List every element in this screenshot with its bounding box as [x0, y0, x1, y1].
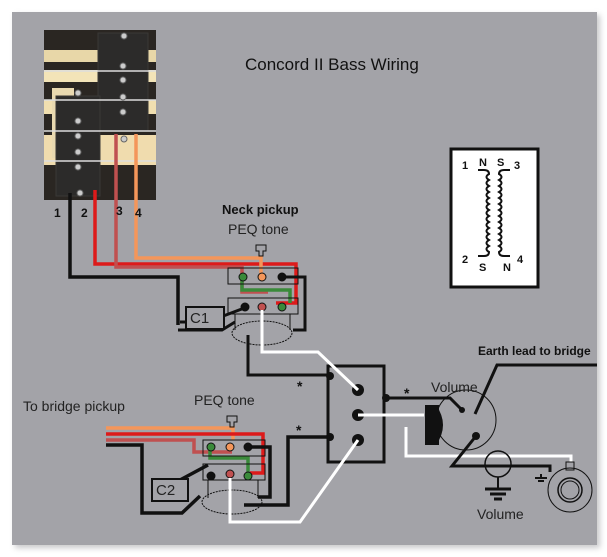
coil-pin-3: 3 — [514, 160, 521, 172]
bridge-wires — [106, 426, 330, 515]
wire-black-jack — [448, 435, 552, 472]
earth-lead-label: Earth lead to bridge — [478, 344, 591, 358]
volume-bottom-label: Volume — [477, 506, 524, 522]
output-jack — [547, 461, 593, 513]
neck-peq-tone-label: PEQ tone — [228, 221, 289, 237]
cap-c2-box — [151, 478, 189, 502]
wire-green-neck — [240, 278, 292, 303]
pickup-photo — [44, 30, 156, 200]
wire-white-bridge — [228, 439, 360, 524]
selector-switch — [326, 364, 390, 464]
neck-wires — [68, 134, 298, 325]
cap-c2-label: C2 — [156, 482, 176, 499]
coil-pin-2: 2 — [462, 254, 469, 266]
coil-pin-1: 1 — [462, 160, 469, 172]
coil-pole-bottom-right: N — [503, 262, 511, 274]
star-marker-2: * — [296, 422, 302, 438]
cap-c1-label: C1 — [190, 310, 210, 327]
wire-earth-bridge — [473, 363, 597, 415]
wire-white-neck — [260, 310, 360, 392]
coil-pole-bottom-left: S — [479, 262, 487, 274]
star-marker-3: * — [404, 385, 410, 401]
ground-symbol — [484, 450, 547, 501]
star-marker-1: * — [297, 378, 303, 394]
bridge-peq-pot — [201, 415, 266, 515]
bridge-peq-tone-label: PEQ tone — [194, 392, 255, 408]
cap-c1-box — [185, 306, 225, 330]
neck-pickup-label: Neck pickup — [222, 202, 299, 217]
coil-pole-top-left: N — [479, 157, 487, 169]
volume-pot-label: Volume — [431, 379, 478, 395]
wire-black-switch-vol — [386, 396, 464, 412]
wire-orange-neck — [134, 134, 263, 276]
wire-darkred-neck — [114, 134, 268, 294]
coil-diagram — [449, 147, 540, 289]
lead-label-1: 1 — [54, 206, 61, 220]
wire-black-neck — [68, 193, 180, 325]
coil-pin-4: 4 — [517, 254, 524, 266]
coil-pole-top-right: S — [497, 157, 505, 169]
neck-peq-pot — [227, 244, 299, 346]
lead-label-2: 2 — [81, 206, 88, 220]
diagram-title: Concord II Bass Wiring — [245, 55, 419, 74]
lead-label-4: 4 — [135, 206, 142, 220]
to-bridge-pickup-label: To bridge pickup — [23, 398, 125, 414]
lead-label-3: 3 — [116, 204, 123, 218]
